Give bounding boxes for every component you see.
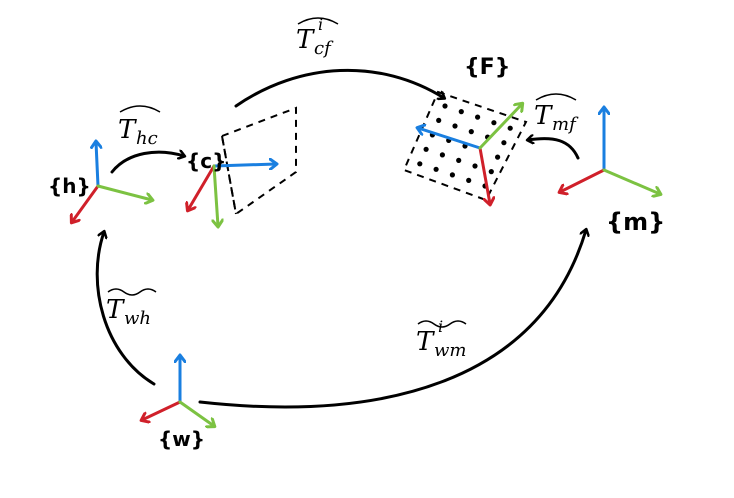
label-T-hc-base: T bbox=[118, 115, 137, 145]
label-T-hc-sub: hc bbox=[136, 128, 158, 149]
frame-f-axes bbox=[418, 104, 522, 204]
label-T-cf-sub: cf bbox=[314, 38, 334, 59]
board-dot bbox=[442, 103, 448, 109]
board-dot bbox=[458, 109, 464, 115]
frame-m-label: {m} bbox=[606, 208, 665, 236]
arrow-w-to-m bbox=[198, 230, 586, 409]
board-dot bbox=[507, 125, 513, 131]
board-dot bbox=[472, 163, 478, 169]
arrow-w-to-h bbox=[95, 232, 156, 386]
label-T-wh-base: T bbox=[106, 295, 125, 325]
board-dot bbox=[456, 157, 462, 163]
board-dot bbox=[466, 177, 472, 183]
arrow-c-to-f bbox=[234, 68, 444, 108]
board-dot bbox=[449, 172, 455, 178]
board-dot bbox=[439, 152, 445, 158]
board-dot bbox=[423, 146, 429, 152]
board-dot bbox=[452, 123, 458, 129]
frame-c-axes bbox=[188, 164, 276, 226]
label-T-mf: T mf bbox=[534, 93, 579, 135]
board-dot bbox=[468, 129, 474, 135]
label-T-wm-sub: wm bbox=[434, 340, 466, 361]
label-T-cf-base: T bbox=[296, 25, 315, 55]
frame-c-label: {c} bbox=[186, 149, 226, 173]
label-T-mf-sub: mf bbox=[552, 114, 579, 135]
tilde-accent bbox=[107, 288, 157, 296]
hat-accent bbox=[297, 17, 339, 25]
tilde-accent bbox=[417, 320, 467, 328]
board-dot bbox=[417, 161, 423, 167]
board-dot bbox=[436, 117, 442, 123]
board-dot bbox=[488, 169, 494, 175]
board-dot bbox=[433, 166, 439, 172]
frame-w-label: {w} bbox=[158, 427, 205, 451]
label-T-cf-sup: i bbox=[318, 15, 323, 34]
marker-board bbox=[402, 90, 528, 202]
board-dot bbox=[491, 120, 497, 126]
frame-w-axes bbox=[142, 356, 214, 426]
frame-h-axes bbox=[72, 142, 152, 222]
label-T-wm-sup: i bbox=[438, 317, 443, 336]
hat-accent bbox=[119, 105, 161, 113]
label-T-wh: T wh bbox=[106, 288, 157, 329]
frame-m-axes bbox=[560, 108, 660, 194]
arrow-m-to-f bbox=[528, 139, 580, 160]
board-dot bbox=[495, 154, 501, 160]
frame-h-label: {h} bbox=[48, 174, 91, 198]
frame-f-label: {F} bbox=[464, 55, 510, 80]
camera-frustum bbox=[220, 106, 297, 216]
label-T-wh-sub: wh bbox=[124, 308, 151, 329]
board-dot bbox=[501, 140, 507, 146]
hat-accent bbox=[535, 93, 577, 101]
arrow-h-to-c bbox=[110, 152, 184, 174]
label-T-mf-base: T bbox=[534, 101, 553, 131]
board-dot bbox=[475, 114, 481, 120]
label-T-wm: T i wm bbox=[416, 317, 466, 361]
label-T-hc: T hc bbox=[118, 105, 161, 149]
label-T-wm-base: T bbox=[416, 327, 435, 357]
label-T-cf: T i cf bbox=[296, 15, 339, 59]
